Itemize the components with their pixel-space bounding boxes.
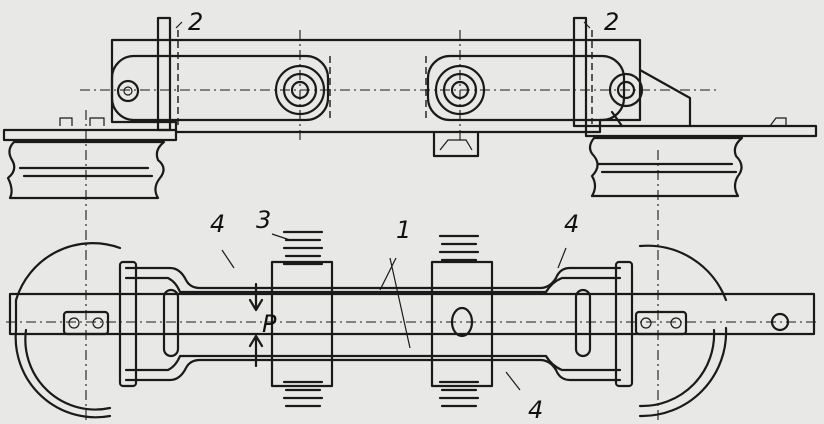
pin-block-right [634,310,688,336]
central-beam [8,292,816,336]
center-clamp [432,130,480,158]
rail-section-left [6,140,166,200]
label-4-upper-right: 4 [564,210,579,238]
wheel-left [14,242,122,419]
spring-top-right [438,234,480,262]
frame-plate [110,38,642,134]
force-arrow-top [248,282,264,312]
plan-view [6,21,820,419]
roller-left-small [116,79,140,103]
label-force-p: P [262,310,277,338]
label-4-upper-left: 4 [210,210,225,238]
spring-bottom-left [282,380,324,408]
label-4-lower: 4 [528,396,543,424]
cross-center-right [430,260,494,388]
label-3: 3 [256,206,271,234]
cross-right [614,260,634,388]
spring-bottom-right [438,380,480,408]
label-2-left: 2 [188,8,203,36]
slot-left [110,54,330,122]
bar-lower [124,358,622,382]
cross-left [118,260,138,388]
slot-right [426,54,626,122]
rail-bar [2,124,818,142]
force-arrow-bottom [248,334,264,368]
end-hole [770,312,790,332]
rail-section-right [588,136,744,198]
bar-upper [124,266,622,290]
wheel-right [638,244,728,418]
bracket-left [156,16,172,132]
bracket-right [572,16,588,128]
label-1: 1 [396,216,411,244]
spring-top-left [282,230,324,266]
elevation-view [2,16,818,420]
cross-center-left [270,260,334,388]
pin-block-left [62,310,110,336]
label-2-right: 2 [604,8,619,36]
